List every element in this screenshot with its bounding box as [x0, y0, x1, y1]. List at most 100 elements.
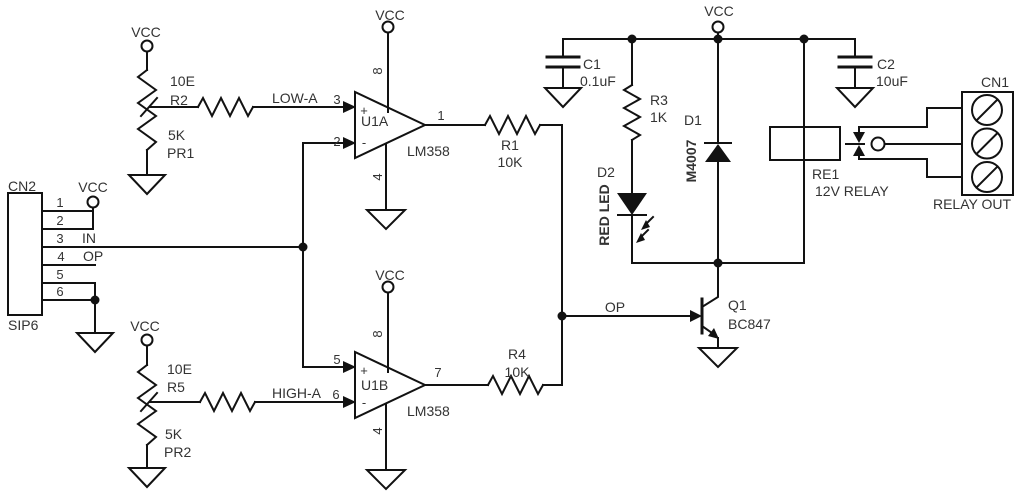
r3-ref-label: R3: [650, 92, 668, 108]
op-net-label: OP: [83, 248, 103, 264]
vcc-label: VCC: [375, 267, 405, 283]
opamp-u1a: [298, 20, 428, 368]
d2-ref-label: D2: [597, 164, 615, 180]
resistor-r1: [424, 113, 563, 137]
led-triangle: [617, 193, 647, 215]
c1-ref-label: C1: [583, 56, 601, 72]
u1a-pin2-label: 2: [333, 134, 340, 149]
inverting-input-wire: [302, 142, 344, 368]
r1-ref-label: R1: [501, 137, 519, 153]
u1b-minus-label: -: [362, 395, 366, 410]
cn2-pin-label: 3: [56, 231, 63, 246]
contact-pole-icon: [870, 136, 886, 152]
emitter-wire: [700, 324, 714, 335]
ground-icon: [364, 469, 408, 491]
labels: VCC VCC VCC VCC VCC VCC 10E R2 5K PR1 LO…: [8, 3, 1011, 460]
relay-out-label: RELAY OUT: [933, 196, 1012, 212]
junction-dot: [298, 242, 308, 252]
r2-value-label: 10E: [170, 73, 195, 89]
cn2-pin-label: 5: [56, 267, 63, 282]
vcc-label: VCC: [375, 7, 405, 23]
cn2-pin-label: 1: [56, 195, 63, 210]
base-arrow-icon: [690, 310, 702, 322]
u1b-pin5-label: 5: [333, 352, 340, 367]
cn2-ref-label: CN2: [8, 178, 36, 194]
ground-icon: [126, 467, 168, 489]
u1a-minus-label: -: [362, 135, 366, 150]
high-a-net-label: HIGH-A: [272, 385, 322, 401]
q1-part-label: BC847: [728, 316, 771, 332]
resistor-zigzag: [483, 113, 542, 137]
cn2-pin-label: 2: [56, 213, 63, 228]
r5-value-label: 10E: [167, 361, 192, 377]
vcc-terminal-icon: [381, 20, 395, 34]
u1a-pin3-label: 3: [333, 92, 340, 107]
vcc-rail: [562, 20, 856, 44]
r4-value-label: 10K: [505, 364, 531, 380]
screw-slots: [975, 98, 999, 189]
u1a-ref-label: U1A: [361, 113, 389, 129]
cn1-ref-label: CN1: [981, 74, 1009, 90]
diode-triangle: [705, 144, 731, 162]
ground-icon: [364, 209, 408, 231]
u1a-part-label: LM358: [407, 143, 450, 159]
arrow-head-icon: [636, 233, 645, 243]
wiper-tick: [139, 391, 159, 413]
relay-re1: [769, 38, 841, 264]
vcc-terminal-icon: [140, 39, 154, 53]
ground-icon: [74, 332, 116, 354]
vcc-terminal-icon: [140, 333, 154, 347]
input-arrow-icon: [343, 361, 356, 373]
ground-icon: [834, 87, 876, 109]
emitter-arrow-icon: [708, 328, 719, 339]
arrow-head-icon: [641, 220, 650, 230]
potentiometer-pr2: [126, 333, 201, 489]
u1b-pin7-label: 7: [434, 365, 441, 380]
capacitor-plates: [837, 55, 873, 69]
re1-ref-label: RE1: [812, 166, 839, 182]
resistor-zigzag: [198, 390, 257, 414]
r3-value-label: 1K: [650, 109, 668, 125]
cn2-pin-label: 6: [56, 284, 63, 299]
cn2-pin-label: 4: [57, 249, 64, 264]
d2-part-label: RED LED: [596, 184, 612, 245]
q1-ref-label: Q1: [728, 297, 747, 313]
vcc-label: VCC: [78, 179, 108, 195]
r5-ref-label: R5: [167, 379, 185, 395]
resistor-r5: [198, 390, 356, 414]
c2-ref-label: C2: [877, 56, 895, 72]
vcc-terminal-icon: [711, 20, 725, 34]
collector-wire: [700, 262, 719, 309]
u1b-ref-label: U1B: [361, 377, 388, 393]
resistor-zigzag: [486, 373, 545, 397]
pr1-ref-label: PR1: [167, 145, 194, 161]
potentiometer-pr1: [126, 39, 199, 196]
pr2-value-label: 5K: [165, 426, 183, 442]
capacitor-c1: [542, 38, 584, 109]
opamp-triangle: [354, 350, 428, 420]
pr2-ref-label: PR2: [164, 444, 191, 460]
capacitor-plates: [545, 55, 581, 69]
u1b-pin6-label: 6: [332, 387, 339, 402]
wiper-tick: [139, 96, 159, 118]
contact-arrow-icon: [853, 132, 865, 143]
connector-body: [7, 192, 43, 316]
relay-contacts: [845, 107, 963, 178]
contact-arrow-icon: [853, 145, 865, 156]
opamp-triangle: [354, 90, 428, 160]
c2-value-label: 10uF: [876, 73, 908, 89]
c1-value-label: 0.1uF: [580, 73, 616, 89]
vcc-terminal-icon: [86, 195, 100, 209]
transistor-q1: [561, 262, 740, 369]
pr1-value-label: 5K: [168, 127, 186, 143]
u1b-pin4-label: 4: [370, 427, 385, 434]
ground-icon: [542, 87, 584, 109]
resistor-r2: [196, 95, 356, 119]
vcc-label: VCC: [130, 318, 160, 334]
vcc-label: VCC: [704, 3, 734, 19]
resistor-zigzag: [196, 95, 255, 119]
r2-ref-label: R2: [170, 92, 188, 108]
d1-ref-label: D1: [684, 112, 702, 128]
